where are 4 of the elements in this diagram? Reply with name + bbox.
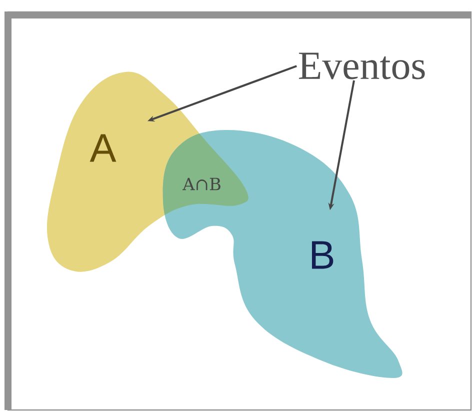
intersection-label: A∩B (182, 178, 220, 190)
set-label: B (312, 241, 334, 269)
set-label: A (90, 134, 116, 162)
annotation-text: Eventos (298, 52, 425, 80)
